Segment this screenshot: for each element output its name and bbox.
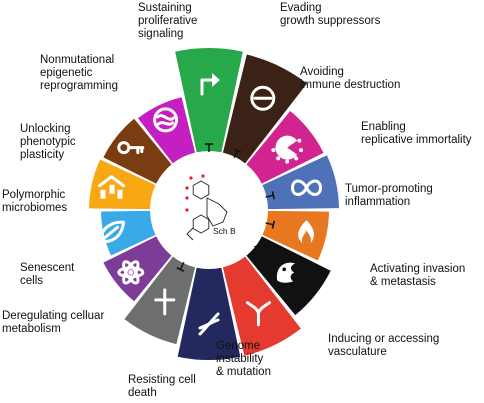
hallmark-label-line: phenotypic: [20, 136, 76, 148]
hallmark-label-line: death: [128, 387, 157, 399]
crab-icon: [276, 262, 296, 283]
hallmark-label-line: Polymorphic: [2, 189, 66, 201]
hallmark-label-line: proliferative: [138, 15, 198, 27]
hallmark-label-line: epigenetic: [40, 67, 93, 79]
key-icon: [117, 141, 145, 155]
hallmark-label-line: reprogramming: [40, 80, 118, 92]
compound-label: Sch B: [213, 226, 236, 236]
hallmark-segments: [89, 48, 339, 360]
inhibition-marker: [233, 148, 242, 159]
hallmark-label-line: Unlocking: [20, 123, 71, 135]
hallmark-label-line: Tumor-promoting: [345, 183, 433, 195]
microbes-icon: [98, 175, 126, 199]
pacman-cell-icon: [271, 135, 303, 164]
hallmark-label-line: instability: [216, 353, 264, 365]
infinity-icon: [290, 179, 322, 196]
inhibition-marker: [253, 245, 264, 255]
inhibition-marker: [265, 220, 276, 229]
cross-icon: [154, 288, 176, 316]
hallmark-label-line: Resisting cell: [128, 374, 196, 386]
hallmark-label-line: Inducing or accessing: [328, 333, 440, 345]
hallmark-label-line: & metastasis: [370, 276, 436, 288]
hallmark-label-line: cells: [20, 275, 44, 287]
hallmark-label-line: metabolism: [2, 323, 61, 335]
hallmark-label-line: Avoiding: [300, 66, 344, 78]
hallmark-label-line: plasticity: [20, 149, 65, 161]
hallmark-segment: [262, 210, 329, 261]
stop-circle-icon: [250, 85, 276, 111]
hallmark-label-line: growth suppressors: [280, 15, 381, 27]
hallmark-label-line: Enabling: [361, 121, 406, 133]
hallmark-label-line: Sustaining: [138, 2, 192, 14]
hallmark-label-line: Evading: [280, 2, 322, 14]
hallmark-segment: [177, 267, 241, 360]
hallmark-label-line: Senescent: [20, 262, 75, 274]
inhibition-marker: [265, 191, 276, 200]
inhibition-marker: [176, 261, 185, 272]
flame-icon: [298, 220, 314, 244]
hallmark-segment: [222, 256, 301, 356]
hallmark-label-line: Activating invasion: [370, 263, 466, 275]
leaf-icon: [99, 220, 126, 243]
atom-icon: [117, 260, 145, 285]
nucleus-icon: [153, 107, 179, 133]
hallmark-label-line: Deregulating celluar: [2, 310, 105, 322]
dna-icon: [198, 312, 220, 336]
hallmark-label-line: signaling: [138, 28, 184, 40]
hallmark-label-line: inflammation: [345, 196, 411, 208]
hallmark-label-line: Nonmutational: [40, 54, 115, 66]
hallmark-segment: [175, 48, 243, 153]
inhibition-marker: [205, 143, 213, 152]
hallmark-label-line: & mutation: [216, 366, 271, 378]
hallmark-label-line: immune destruction: [300, 79, 401, 91]
hallmark-label-line: vasculature: [328, 346, 387, 358]
compound-structure-icon: Sch B: [185, 174, 236, 241]
hallmark-label-line: microbiomes: [2, 202, 68, 214]
vessel-icon: [245, 301, 271, 327]
hallmark-label-line: Genome: [216, 340, 261, 352]
hallmark-label: Activating invasion& metastasis: [370, 263, 465, 289]
hallmark-label-line: replicative immortality: [361, 134, 472, 146]
arrow-icon: [200, 73, 220, 96]
center-circle: [153, 154, 265, 266]
